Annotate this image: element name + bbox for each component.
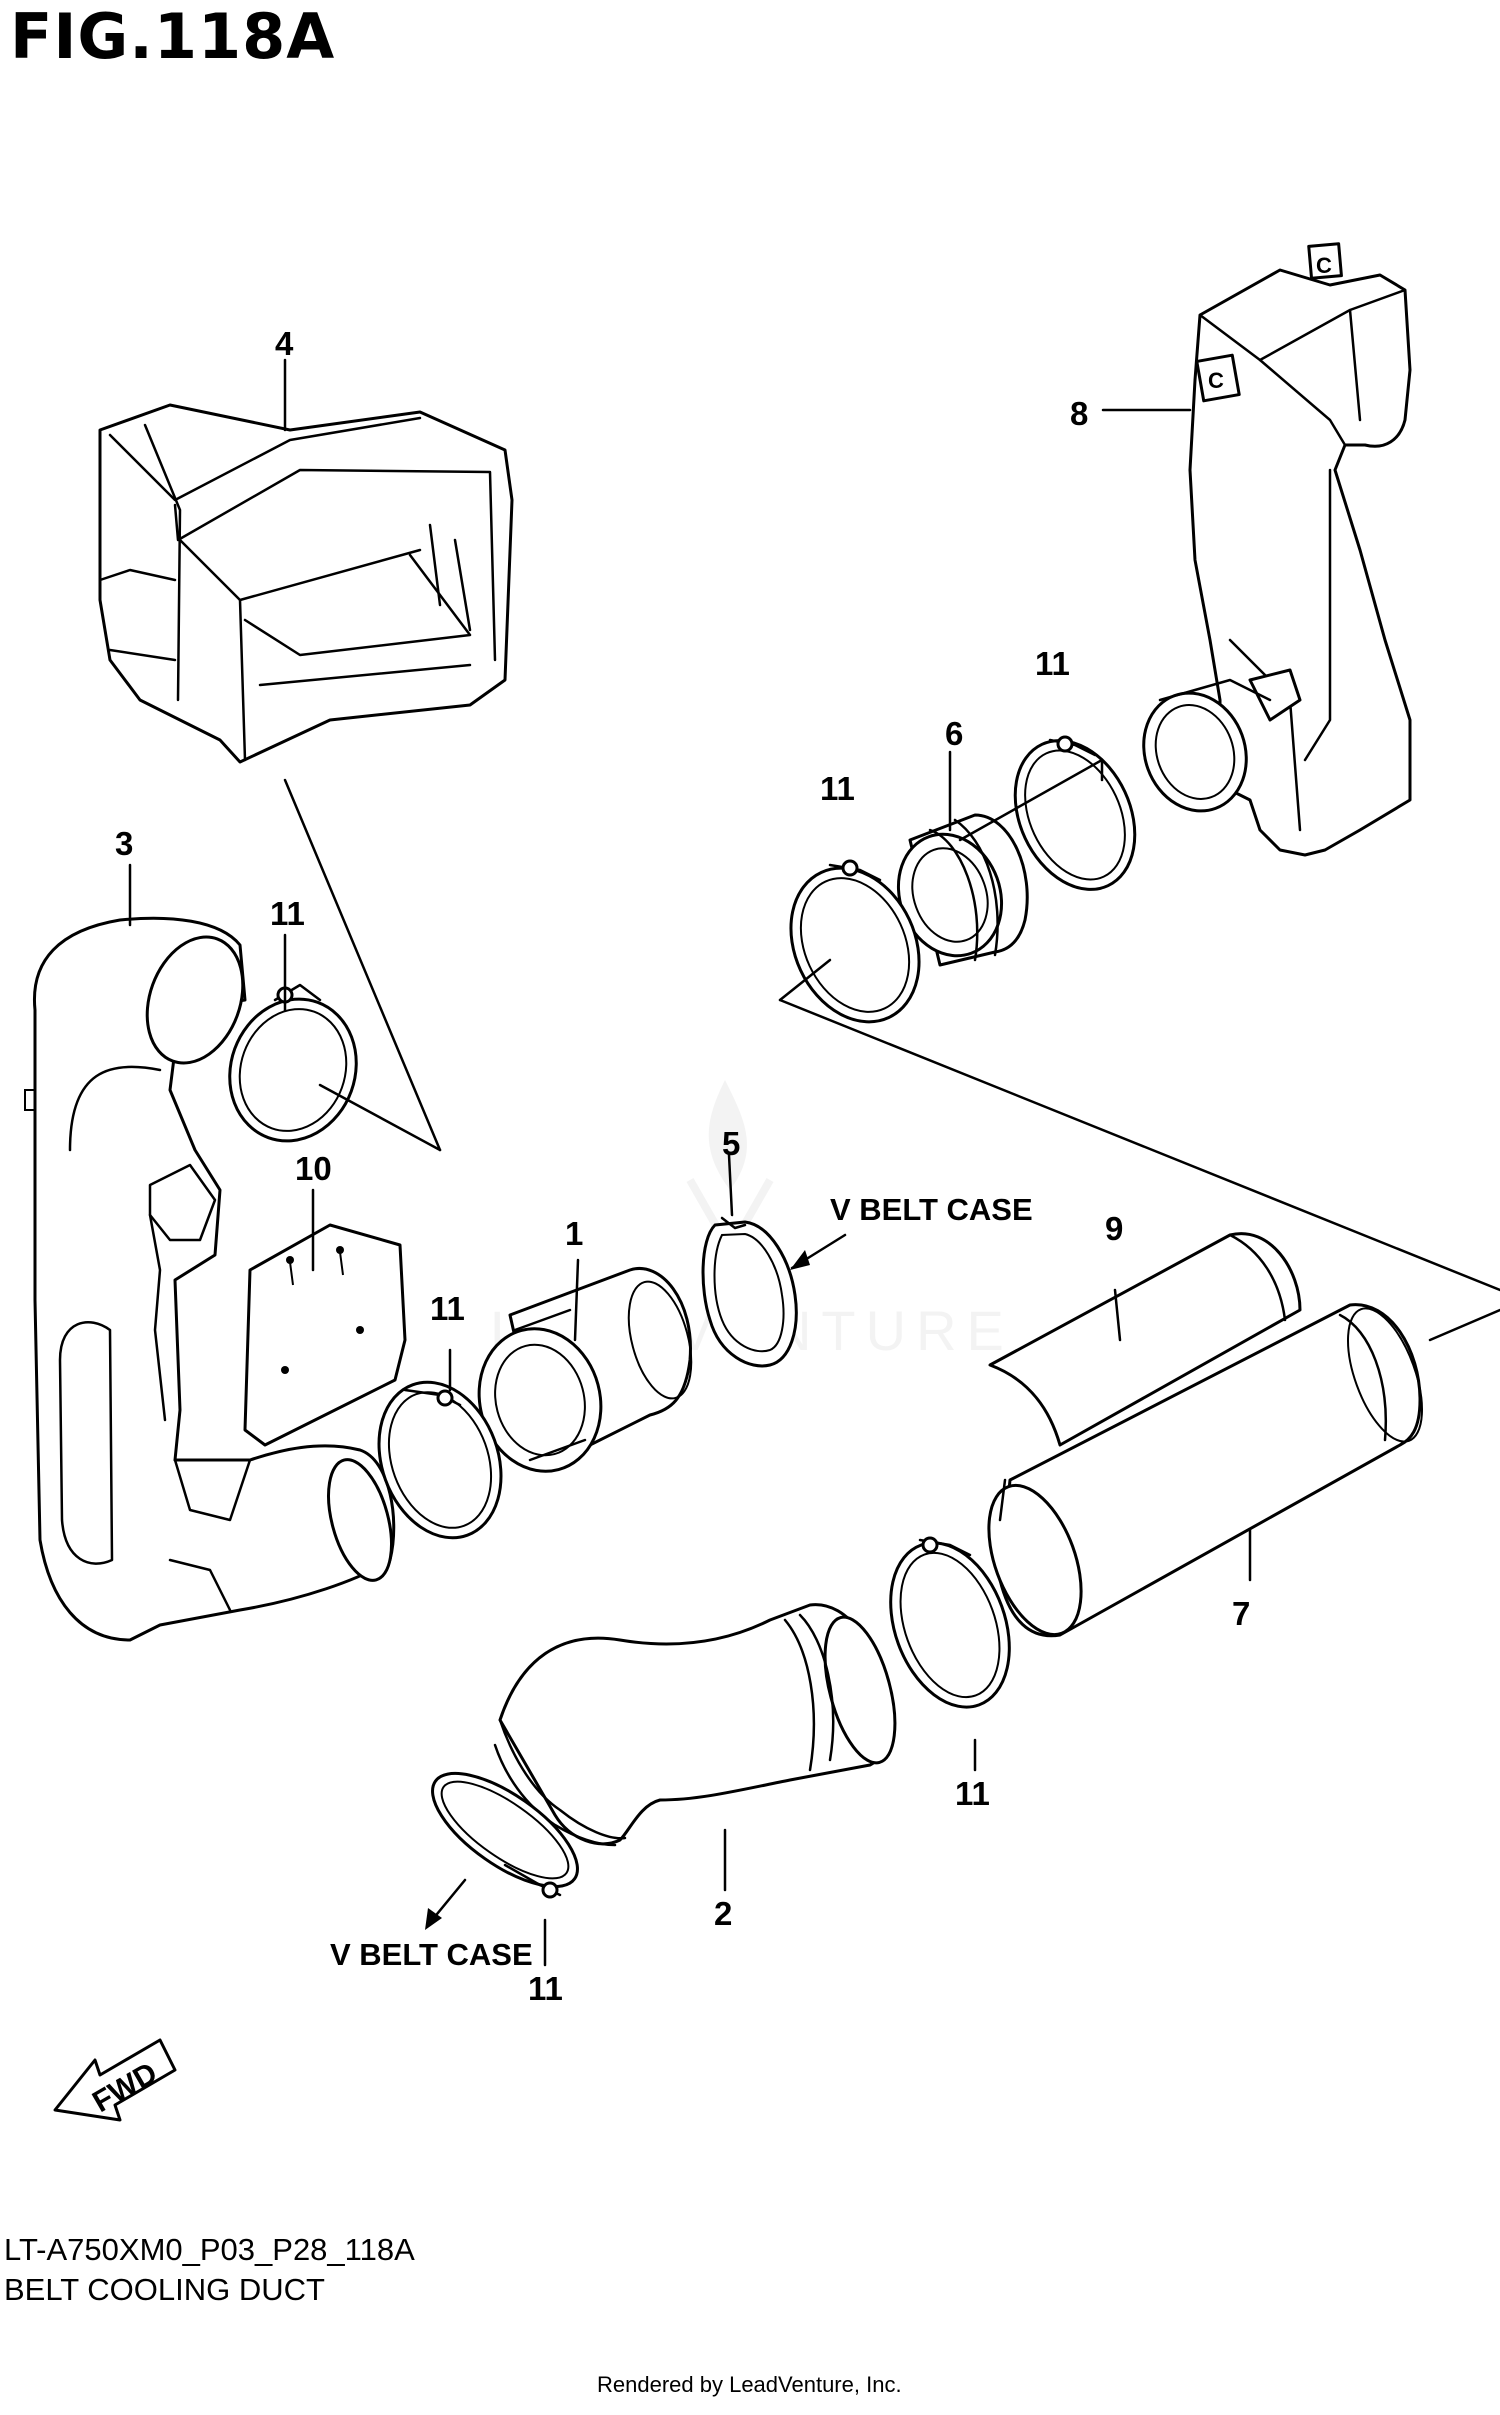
clamp-b — [377, 1380, 503, 1540]
callout-11-f: 11 — [528, 1970, 563, 2007]
callout-11-e: 11 — [955, 1775, 990, 1812]
figure-title: FIG.118A — [10, 0, 336, 73]
callout-6: 6 — [945, 715, 963, 752]
callout-2: 2 — [714, 1895, 732, 1932]
arrow-lower — [425, 1878, 467, 1930]
clamp-c — [789, 859, 921, 1024]
credit-text: Rendered by LeadVenture, Inc. — [597, 2372, 902, 2397]
part-8-duct: C C — [1142, 242, 1412, 857]
v-belt-case-lower: V BELT CASE — [330, 1937, 533, 1972]
callout-3: 3 — [115, 825, 133, 862]
part-9-cover — [988, 1232, 1302, 1447]
mark-c-top: C — [1316, 253, 1332, 278]
callout-10: 10 — [295, 1150, 332, 1187]
leader-lines — [128, 358, 1500, 1967]
part-2-hose — [493, 1603, 897, 1847]
callout-1: 1 — [565, 1215, 583, 1252]
callout-4: 4 — [275, 325, 294, 362]
callout-11-a: 11 — [270, 895, 305, 932]
arrow-upper — [790, 1233, 847, 1270]
diagram-code: LT-A750XM0_P03_P28_118A — [4, 2232, 415, 2267]
callout-8: 8 — [1070, 395, 1088, 432]
callout-9: 9 — [1105, 1210, 1123, 1247]
diagram-subtitle: BELT COOLING DUCT — [4, 2272, 325, 2307]
mark-c-side: C — [1208, 368, 1224, 393]
v-belt-case-upper: V BELT CASE — [830, 1192, 1033, 1227]
callout-11-c: 11 — [820, 770, 855, 807]
clamp-d — [1013, 735, 1137, 891]
callout-11-d: 11 — [1035, 645, 1070, 682]
clamp-e — [889, 1536, 1011, 1709]
part-7-tube — [987, 1303, 1423, 1638]
part-1-sleeve — [477, 1267, 693, 1473]
part-10-plate — [243, 1223, 407, 1447]
part-3-duct — [24, 916, 396, 1642]
callout-5: 5 — [722, 1125, 740, 1162]
part-5-ring — [701, 1216, 798, 1368]
fwd-arrow-icon: FWD — [53, 2038, 177, 2122]
callout-7: 7 — [1232, 1595, 1250, 1632]
callout-11-b: 11 — [430, 1290, 465, 1327]
part-4-air-box — [98, 403, 514, 764]
clamp-a — [228, 983, 358, 1143]
clamp-f — [431, 1771, 579, 1899]
